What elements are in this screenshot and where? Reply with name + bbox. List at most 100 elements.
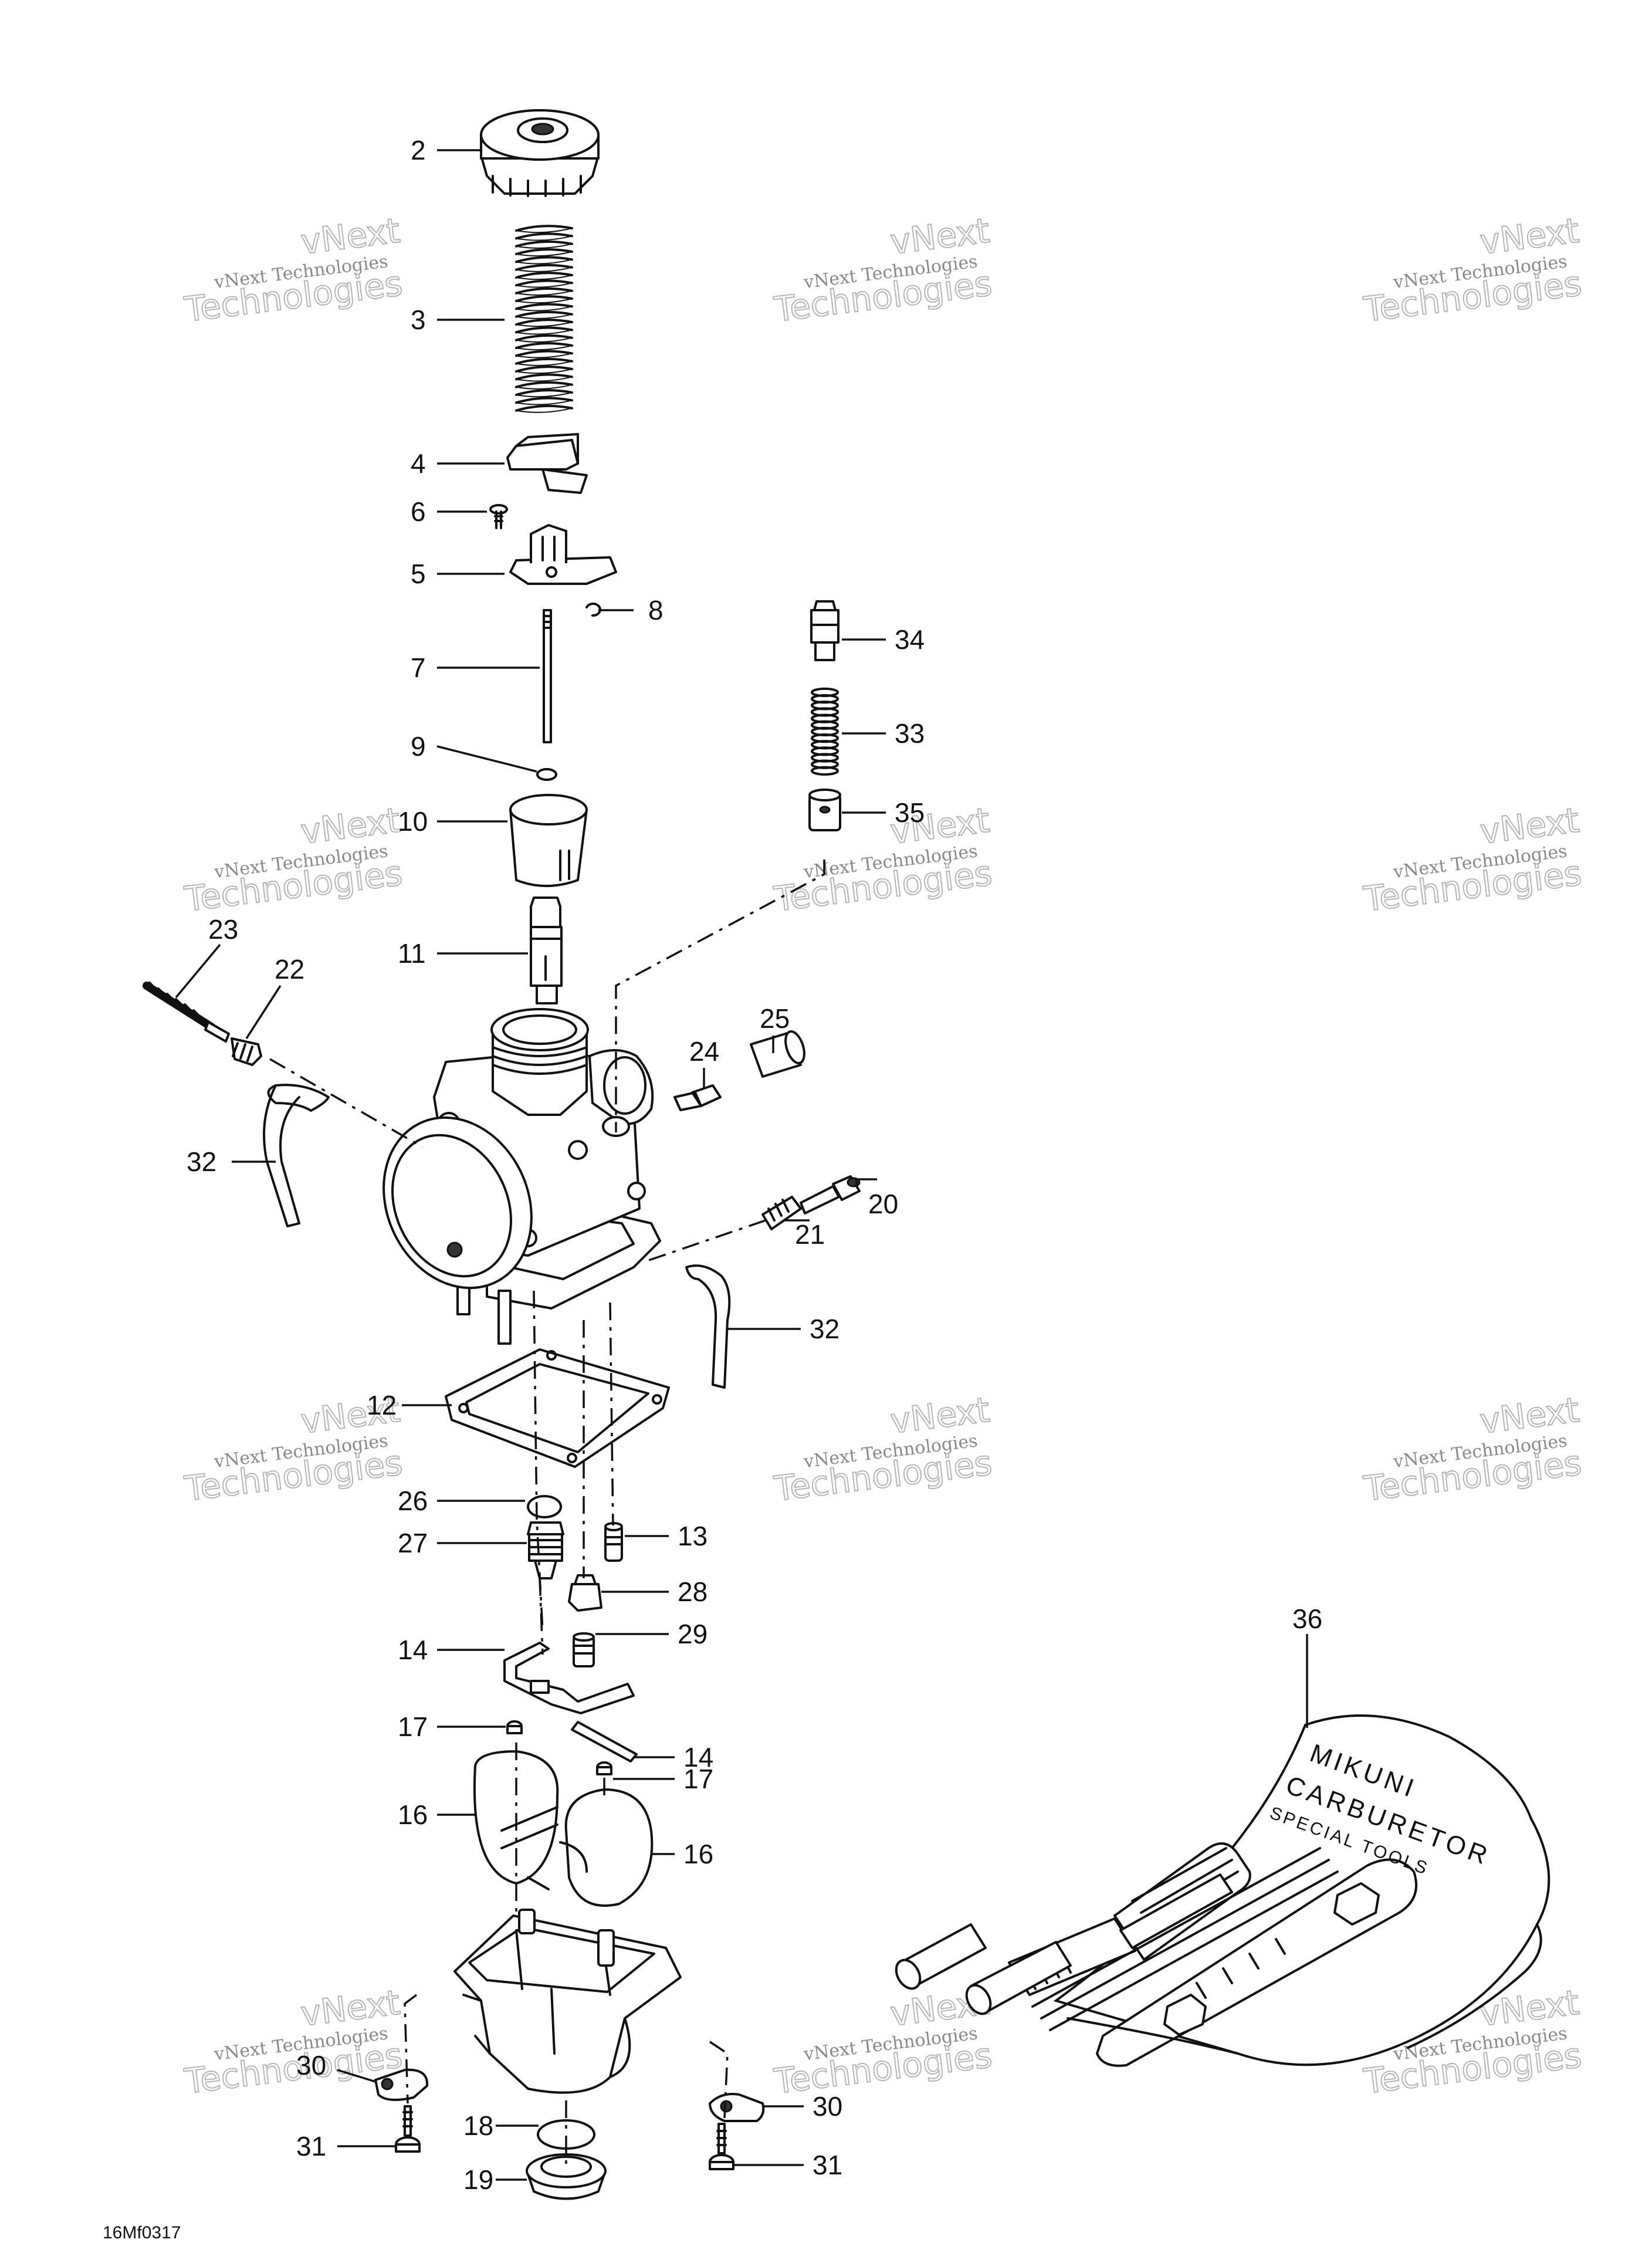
- spring-coil: [515, 350, 573, 357]
- spring-coil: [516, 275, 573, 280]
- part-clip: [585, 603, 601, 617]
- spring-coil: [515, 303, 573, 310]
- spring-coil: [515, 240, 573, 248]
- spring-coil: [515, 334, 573, 341]
- part-top-cap: [480, 109, 600, 197]
- label-7: 7: [411, 652, 426, 683]
- part-float-right: [559, 1788, 654, 1907]
- label-14b: 14: [683, 1742, 713, 1772]
- part-float-bowl-gasket: [445, 1348, 670, 1468]
- part-screw-31-right: [709, 2123, 734, 2170]
- part-needle-jet: [530, 897, 563, 1004]
- spring-coil: [515, 326, 573, 334]
- label-28: 28: [678, 1577, 707, 1607]
- spring-coil: [516, 400, 573, 405]
- spring-coil: [516, 337, 573, 343]
- label-26: 26: [398, 1486, 428, 1516]
- part-special-tool-kit: MIKUNI CARBURETOR SPECIAL TOOLS: [895, 1714, 1551, 2067]
- spring-coil: [516, 235, 573, 241]
- spring-coil: [515, 287, 573, 295]
- spring-coil: [516, 407, 573, 413]
- spring-coil: [515, 256, 573, 263]
- label-18: 18: [463, 2110, 493, 2141]
- label-3: 3: [411, 305, 426, 335]
- label-13: 13: [678, 1521, 707, 1551]
- spring-coil: [516, 259, 573, 265]
- label-8: 8: [648, 595, 663, 625]
- leader-lines: [175, 149, 1308, 2181]
- part-bracket: [506, 433, 588, 494]
- part-pilot-screw: [673, 1084, 722, 1111]
- part-screw-31-left: [395, 2105, 421, 2153]
- part-throttle-valve: [509, 794, 588, 887]
- spring-coil: [516, 353, 573, 358]
- part-needle-plate: [509, 524, 617, 585]
- part-main-jet: [568, 1574, 602, 1612]
- part-adjuster-stack: [808, 600, 841, 831]
- drawing-code: 16Mf0317: [103, 2223, 181, 2242]
- spring-coil: [516, 266, 573, 272]
- label-9: 9: [411, 731, 426, 762]
- spring-coil: [516, 243, 573, 249]
- label-19: 19: [463, 2164, 493, 2195]
- assembly-lines: [269, 860, 825, 2171]
- spring-coil: [515, 397, 573, 404]
- part-number-labels: 2 3 4 6 5 8 7 9 10 11 34 33 35 23 22 25 …: [187, 135, 1322, 2195]
- spring-coil: [516, 298, 573, 304]
- part-valve-seat: [573, 1632, 595, 1667]
- label-2: 2: [411, 135, 426, 165]
- part-bowl-clamp-left: [374, 2068, 429, 2101]
- spring-coil: [515, 373, 573, 381]
- part-drain-plug: [526, 2153, 607, 2200]
- label-21: 21: [795, 1219, 825, 1250]
- spring-coil: [515, 310, 573, 318]
- spring-coil: [515, 357, 573, 365]
- label-36: 36: [1292, 1604, 1322, 1634]
- part-washer: [536, 768, 557, 781]
- part-cap-sleeve: [750, 1030, 805, 1078]
- label-35: 35: [895, 797, 925, 828]
- label-32b: 32: [810, 1314, 839, 1344]
- label-17b: 17: [683, 1764, 713, 1794]
- part-float-clip-17b: [596, 1761, 612, 1775]
- part-pilot-jet: [604, 1522, 623, 1562]
- part-float-clip-17a: [506, 1720, 523, 1734]
- label-20: 20: [868, 1189, 898, 1219]
- part-bowl-clamp-right: [709, 2093, 765, 2122]
- spring-coil: [515, 225, 573, 232]
- part-small-screw: [489, 504, 508, 529]
- label-25: 25: [760, 1003, 790, 1034]
- label-31b: 31: [813, 2150, 842, 2180]
- part-spring: [515, 225, 573, 413]
- spring-coil: [515, 389, 573, 396]
- spring-coil: [516, 384, 573, 390]
- spring-coil: [516, 360, 573, 366]
- spring-coil: [515, 272, 573, 279]
- spring-coil: [515, 279, 573, 287]
- spring-coil: [516, 376, 573, 382]
- spring-coil: [515, 404, 573, 412]
- label-24: 24: [689, 1036, 719, 1067]
- spring-coil: [516, 345, 573, 351]
- label-5: 5: [411, 559, 426, 589]
- spring-coil: [516, 290, 573, 296]
- part-o-ring-26: [527, 1495, 562, 1518]
- spring-coil: [516, 392, 573, 398]
- spring-coil: [515, 295, 573, 302]
- part-vent-hose-left: [263, 1084, 330, 1227]
- spring-coil: [516, 368, 573, 374]
- label-29: 29: [678, 1619, 707, 1649]
- spring-coil: [516, 251, 573, 257]
- label-11: 11: [398, 938, 426, 969]
- spring-coil: [516, 282, 573, 288]
- part-air-screw-spring: [761, 1196, 802, 1230]
